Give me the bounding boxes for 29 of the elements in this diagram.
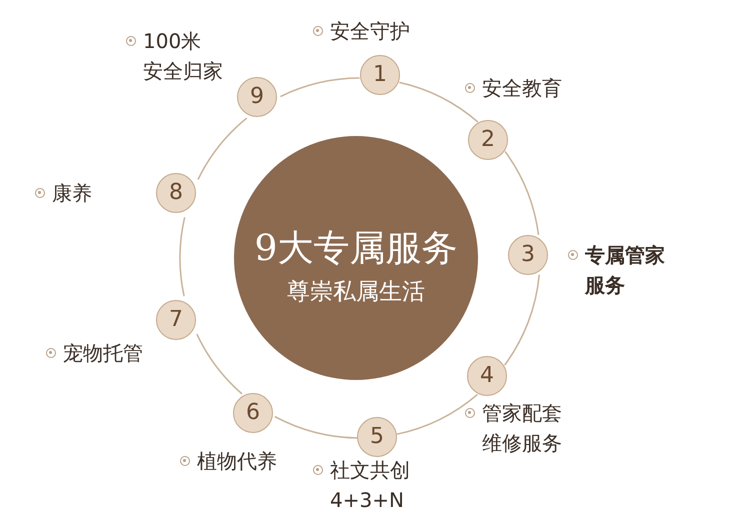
ring-arc [179,217,186,296]
ring-arc [274,416,358,439]
ring-arc [399,82,478,123]
number-circle: 6 [233,393,273,433]
number-circle: 4 [467,356,507,396]
subheading-text: 尊崇私属生活 [286,278,426,307]
service-label: 专属管家服务 [585,242,665,299]
number-circle: 8 [156,173,196,213]
service-label: 宠物托管 [63,340,143,367]
ring-arc [396,394,478,435]
ring-arc [280,77,360,98]
number-circle: 2 [468,120,508,160]
service-label: 康养 [52,180,92,207]
heading-text: 9大专属服务 [254,227,458,271]
service-label: 社文共创4+3+N [330,457,410,514]
ring-arc [504,274,540,366]
number-circle: 7 [156,300,196,340]
number-circle: 5 [357,417,397,457]
number-circle: 3 [508,235,548,275]
number-circle: 1 [360,55,400,95]
service-label: 安全教育 [482,75,562,102]
ring-arc [197,118,248,180]
service-label: 100米安全归家 [143,28,223,85]
service-label: 植物代养 [197,448,277,475]
ring-arc [504,151,540,235]
service-label: 安全守护 [330,18,410,45]
service-label: 管家配套维修服务 [482,400,562,457]
ring-arc [196,334,242,394]
number-circle: 9 [237,77,277,117]
